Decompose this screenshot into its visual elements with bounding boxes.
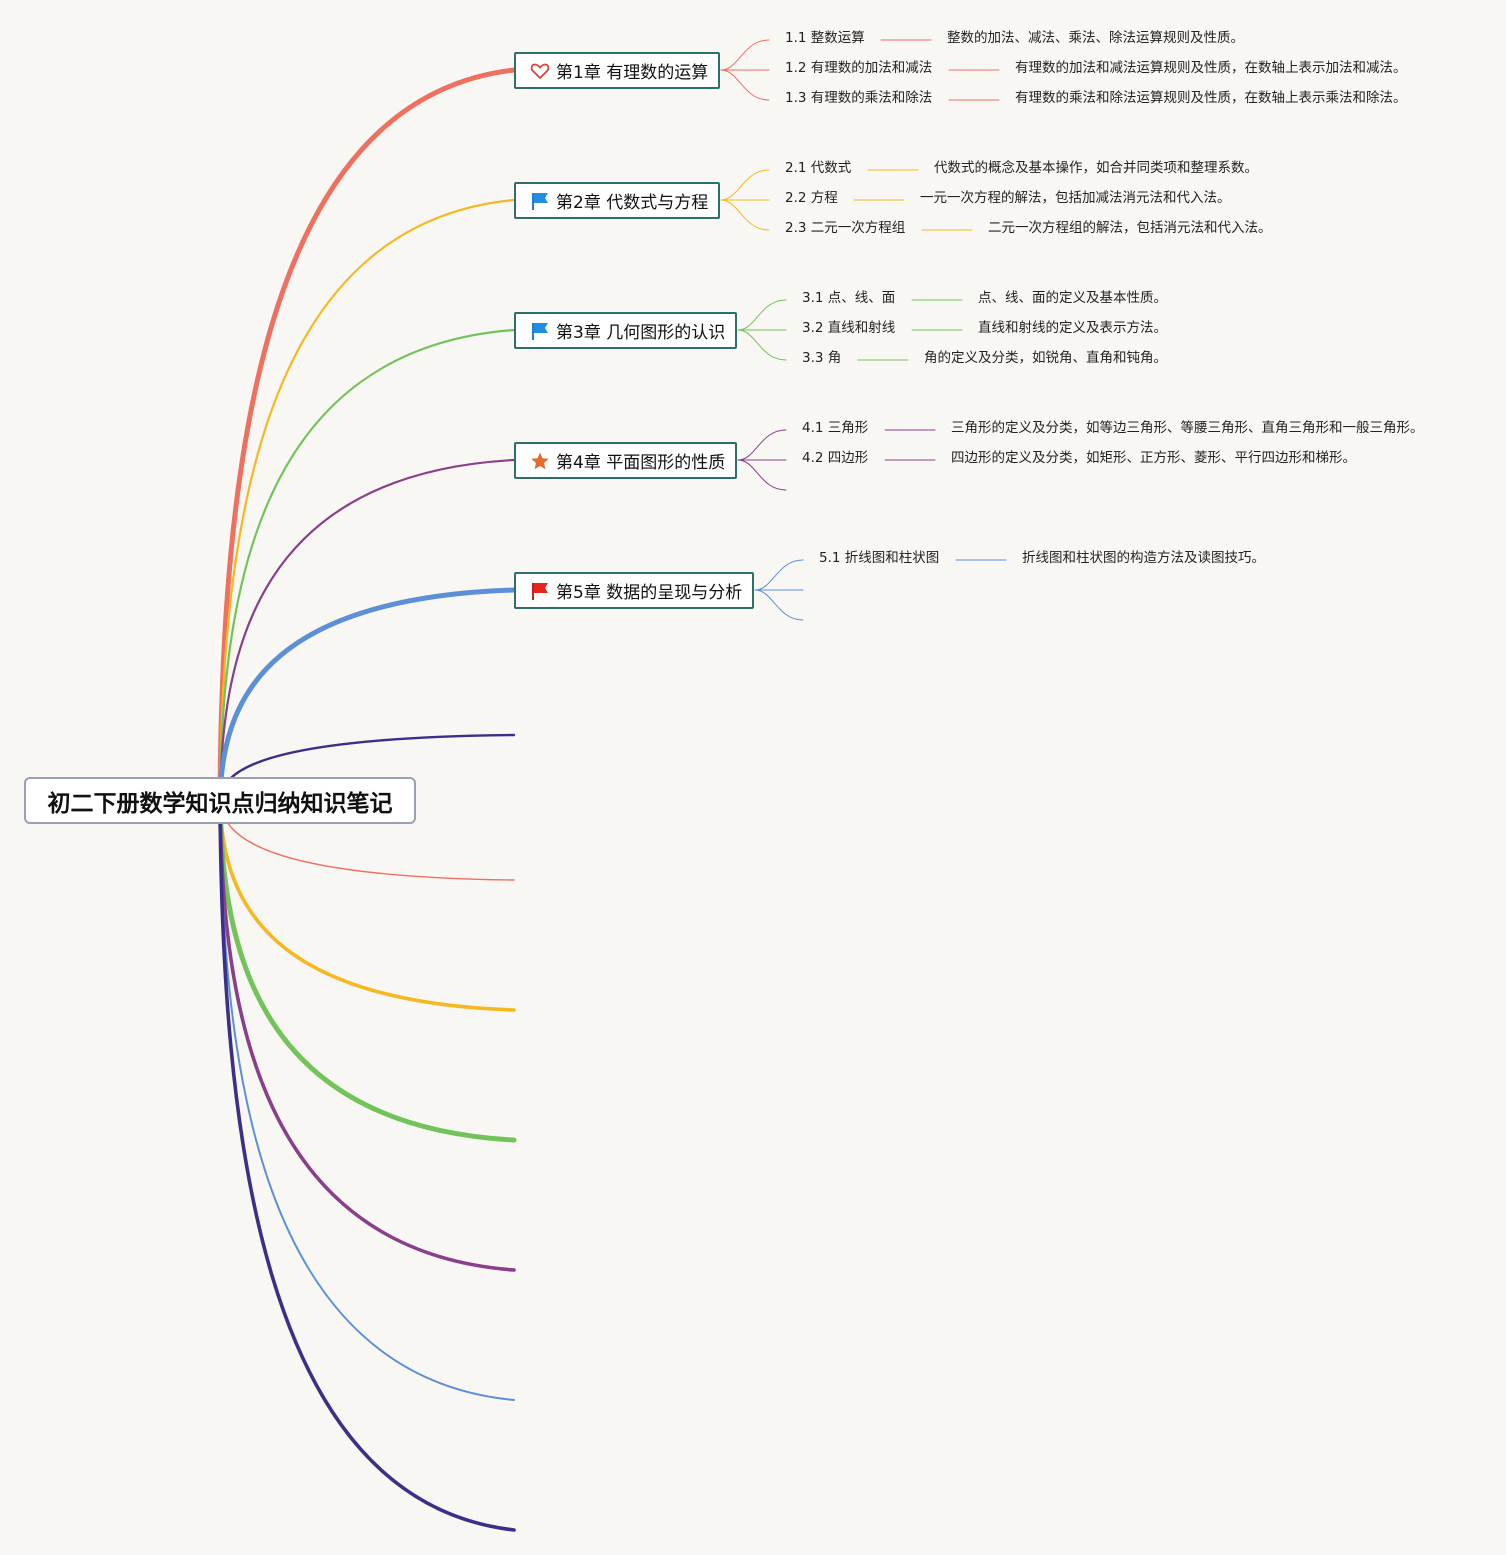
subtopic-label[interactable]: 3.2 直线和射线 — [802, 320, 896, 336]
red-flag-icon — [530, 581, 550, 601]
subtopic-description[interactable]: 折线图和柱状图的构造方法及读图技巧。 — [1022, 550, 1265, 566]
sub-branch-line — [737, 429, 787, 461]
subtopic-label[interactable]: 3.1 点、线、面 — [802, 290, 896, 306]
empty-branch-line — [218, 798, 516, 1012]
subtopic-label[interactable]: 2.3 二元一次方程组 — [785, 220, 906, 236]
subtopic-description[interactable]: 角的定义及分类，如锐角、直角和钝角。 — [924, 350, 1167, 366]
empty-branch-line — [218, 798, 516, 1272]
subtopic-description[interactable]: 一元一次方程的解法，包括加减法消元法和代入法。 — [920, 190, 1231, 206]
subtopic-description[interactable]: 点、线、面的定义及基本性质。 — [978, 290, 1167, 306]
subtopic-label[interactable]: 1.2 有理数的加法和减法 — [785, 60, 933, 76]
branch-line-4 — [218, 458, 516, 802]
star-icon — [530, 451, 550, 471]
subtopic-label[interactable]: 1.1 整数运算 — [785, 30, 865, 46]
subtopic-description[interactable]: 二元一次方程组的解法，包括消元法和代入法。 — [988, 220, 1272, 236]
subtopic-label[interactable]: 4.2 四边形 — [802, 450, 869, 466]
subtopic-description[interactable]: 代数式的概念及基本操作，如合并同类项和整理系数。 — [934, 160, 1258, 176]
sub-branch-line — [737, 299, 787, 331]
chapter-node-3[interactable]: 第3章 几何图形的认识 — [514, 312, 738, 349]
blue-flag-icon — [530, 321, 550, 341]
chapter-node-2[interactable]: 第2章 代数式与方程 — [514, 182, 721, 219]
branch-line-1 — [217, 67, 517, 803]
root-title: 初二下册数学知识点归纳知识笔记 — [47, 790, 393, 817]
chapter-node-5[interactable]: 第5章 数据的呈现与分析 — [514, 572, 755, 609]
chapter-node-4[interactable]: 第4章 平面图形的性质 — [514, 442, 738, 479]
chapter-title: 第5章 数据的呈现与分析 — [556, 583, 743, 603]
empty-branch-line — [218, 798, 516, 1532]
sub-branch-line — [754, 559, 804, 591]
branch-line-3 — [218, 328, 516, 802]
sub-branch-line — [737, 459, 787, 491]
root-topic[interactable]: 初二下册数学知识点归纳知识笔记 — [24, 777, 416, 824]
subtopic-description[interactable]: 整数的加法、减法、乘法、除法运算规则及性质。 — [947, 30, 1244, 46]
sub-branch-line — [720, 169, 770, 201]
sub-branch-line — [754, 589, 804, 621]
sub-branch-line — [720, 69, 770, 101]
subtopic-label[interactable]: 2.1 代数式 — [785, 160, 852, 176]
subtopic-label[interactable]: 2.2 方程 — [785, 190, 838, 206]
subtopic-description[interactable]: 有理数的乘法和除法运算规则及性质，在数轴上表示乘法和除法。 — [1015, 90, 1407, 106]
subtopic-label[interactable]: 3.3 角 — [802, 350, 842, 366]
chapter-title: 第1章 有理数的运算 — [556, 63, 709, 83]
subtopic-description[interactable]: 直线和射线的定义及表示方法。 — [978, 320, 1167, 336]
chapter-node-1[interactable]: 第1章 有理数的运算 — [514, 52, 721, 89]
heart-icon — [530, 61, 550, 81]
chapter-title: 第3章 几何图形的认识 — [556, 323, 726, 343]
chapter-title: 第4章 平面图形的性质 — [556, 453, 726, 473]
subtopic-label[interactable]: 5.1 折线图和柱状图 — [819, 550, 940, 566]
blue-flag-icon — [530, 191, 550, 211]
sub-branch-line — [720, 39, 770, 71]
subtopic-description[interactable]: 四边形的定义及分类，如矩形、正方形、菱形、平行四边形和梯形。 — [951, 450, 1356, 466]
subtopic-description[interactable]: 有理数的加法和减法运算规则及性质，在数轴上表示加法和减法。 — [1015, 60, 1407, 76]
subtopic-description[interactable]: 三角形的定义及分类，如等边三角形、等腰三角形、直角三角形和一般三角形。 — [951, 420, 1424, 436]
chapter-title: 第2章 代数式与方程 — [556, 193, 709, 213]
empty-branch-line — [219, 799, 515, 1401]
sub-branch-line — [720, 199, 770, 231]
branch-line-2 — [218, 198, 516, 802]
branch-line-5 — [217, 587, 517, 803]
subtopic-label[interactable]: 4.1 三角形 — [802, 420, 869, 436]
subtopic-label[interactable]: 1.3 有理数的乘法和除法 — [785, 90, 933, 106]
sub-branch-line — [737, 329, 787, 361]
